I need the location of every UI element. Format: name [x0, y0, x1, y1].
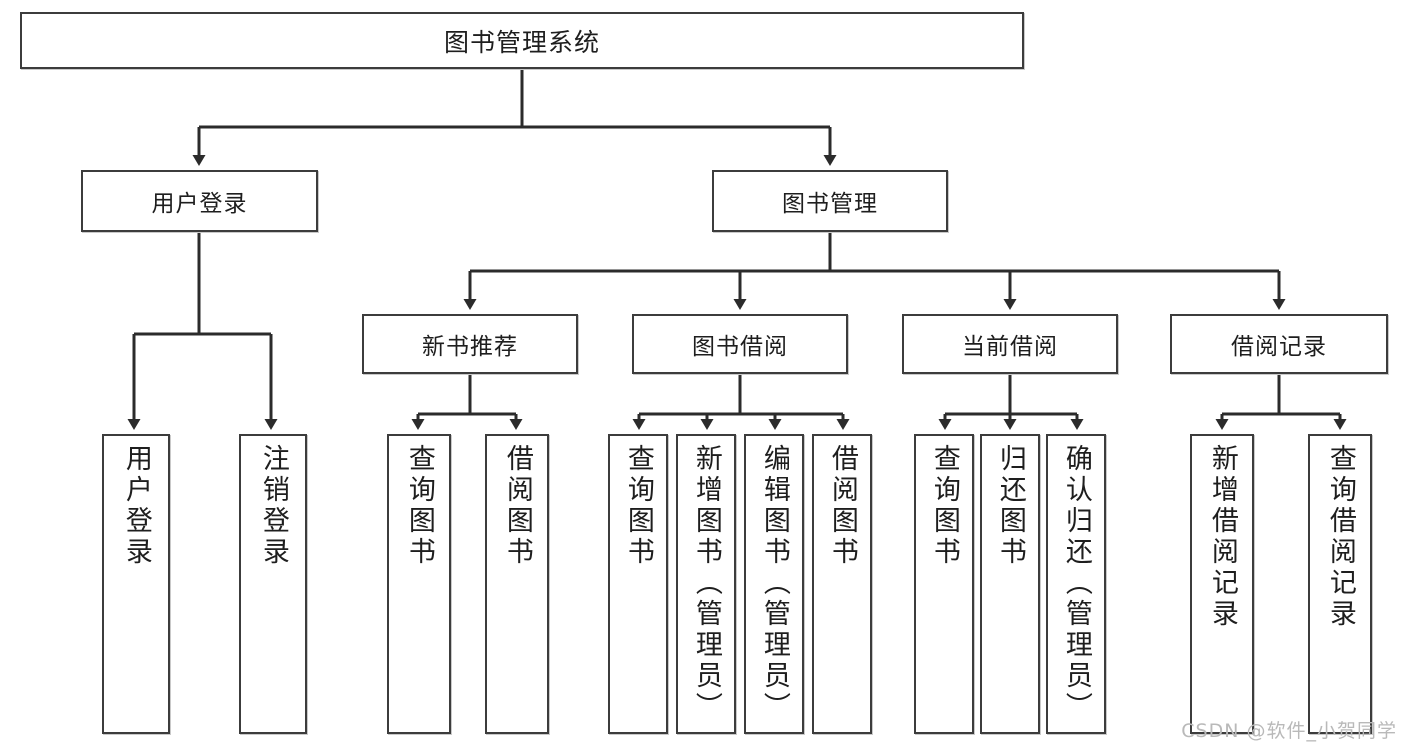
- leaf-edit-book-admin[interactable]: 编辑图书（管理员）: [744, 434, 804, 734]
- node-label: 用户登录: [151, 191, 248, 217]
- node-label: 新书推荐: [422, 334, 518, 360]
- node-label: 查询图书: [928, 444, 960, 568]
- node-new-book-recommend[interactable]: 新书推荐: [362, 314, 578, 374]
- leaf-query-book-new[interactable]: 查询图书: [387, 434, 451, 734]
- node-label: 图书管理: [782, 191, 878, 217]
- leaf-query-book-current[interactable]: 查询图书: [914, 434, 974, 734]
- node-borrow-record[interactable]: 借阅记录: [1170, 314, 1388, 374]
- node-label: 查询图书: [403, 444, 435, 568]
- csdn-watermark: CSDN @软件_小贺同学: [1181, 720, 1397, 742]
- node-label: 图书管理系统: [443, 27, 600, 57]
- node-book-management[interactable]: 图书管理: [712, 170, 948, 232]
- node-root-system[interactable]: 图书管理系统: [20, 12, 1024, 69]
- leaf-return-book[interactable]: 归还图书: [980, 434, 1040, 734]
- node-label: 注销登录: [257, 444, 289, 568]
- node-label: 新增借阅记录: [1206, 444, 1238, 630]
- leaf-add-borrow-record[interactable]: 新增借阅记录: [1190, 434, 1254, 734]
- node-label: 编辑图书（管理员）: [758, 444, 790, 723]
- leaf-user-login[interactable]: 用户登录: [102, 434, 170, 734]
- node-label: 查询借阅记录: [1324, 444, 1356, 630]
- node-label: 借阅图书: [501, 444, 533, 568]
- node-book-borrow[interactable]: 图书借阅: [632, 314, 848, 374]
- node-current-borrow[interactable]: 当前借阅: [902, 314, 1118, 374]
- leaf-add-book-admin[interactable]: 新增图书（管理员）: [676, 434, 736, 734]
- node-user-login[interactable]: 用户登录: [81, 170, 318, 232]
- node-label: 图书借阅: [692, 334, 788, 360]
- node-label: 用户登录: [120, 444, 152, 568]
- leaf-query-book-borrow[interactable]: 查询图书: [608, 434, 668, 734]
- node-label: 借阅记录: [1231, 334, 1327, 360]
- leaf-confirm-return-admin[interactable]: 确认归还（管理员）: [1046, 434, 1106, 734]
- node-label: 查询图书: [622, 444, 654, 568]
- node-label: 当前借阅: [962, 334, 1058, 360]
- node-label: 新增图书（管理员）: [690, 444, 722, 723]
- node-label: 借阅图书: [826, 444, 858, 568]
- node-label: 确认归还（管理员）: [1060, 444, 1092, 723]
- node-label: 归还图书: [994, 444, 1026, 568]
- leaf-query-borrow-record[interactable]: 查询借阅记录: [1308, 434, 1372, 734]
- leaf-borrow-book[interactable]: 借阅图书: [812, 434, 872, 734]
- leaf-borrow-book-new[interactable]: 借阅图书: [485, 434, 549, 734]
- leaf-logout-login[interactable]: 注销登录: [239, 434, 307, 734]
